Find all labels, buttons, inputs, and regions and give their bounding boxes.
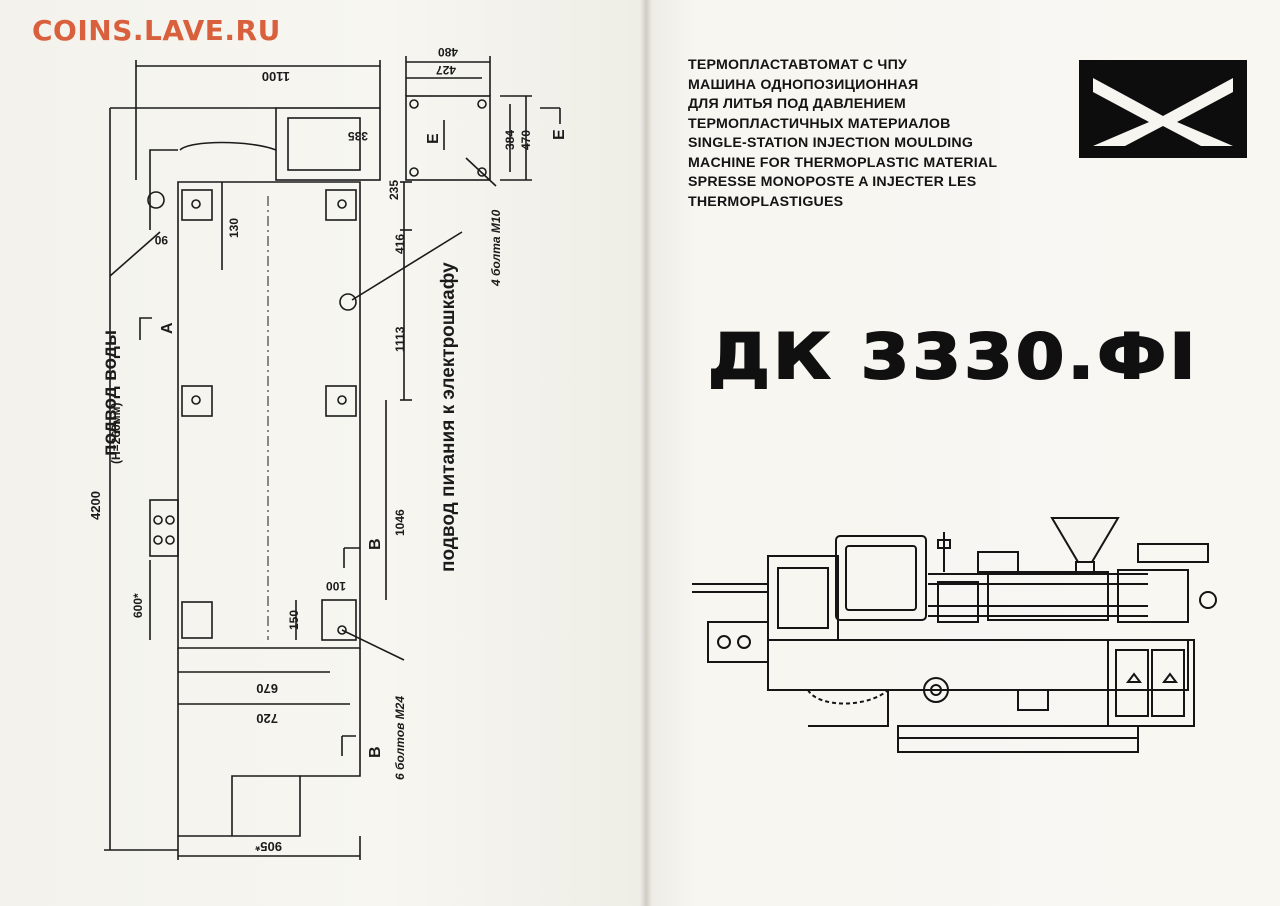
dim-1046: 1046 [393, 509, 407, 536]
dim-335: 335 [348, 129, 368, 143]
page-fold [640, 0, 652, 906]
dim-384: 384 [503, 130, 517, 150]
manufacturer-logo-icon [1079, 60, 1247, 158]
dim-600: 600* [131, 593, 145, 618]
injection-machine-illustration [692, 517, 1217, 753]
dim-470: 470 [519, 130, 533, 150]
title-line: SPRESSE MONOPOSTE A INJECTER LES [688, 174, 977, 190]
dim-130: 130 [227, 218, 241, 238]
label-bolts-m10: 4 болта М10 [489, 209, 503, 287]
title-line: MACHINE FOR THERMOPLASTIC MATERIAL [688, 154, 998, 171]
label-water-supply: подвод воды [100, 330, 121, 456]
title-block: ТЕРМОПЛАСТАВТОМАТ С ЧПУ МАШИНА ОДНОПОЗИЦ… [688, 56, 1048, 212]
section-mark-e2: Е [551, 129, 568, 140]
label-water-height: (Н=260мм) [109, 403, 123, 464]
dim-1113: 1113 [393, 326, 407, 352]
section-mark-b1: В [367, 538, 384, 550]
left-page [0, 0, 646, 906]
label-bolts-m24: 6 болтов М24 [393, 696, 407, 780]
dim-670: 670 [256, 681, 278, 696]
section-mark-b2: В [367, 746, 384, 758]
dim-720: 720 [256, 711, 278, 726]
dim-90: 90 [154, 233, 168, 247]
watermark: COINS.LAVE.RU [32, 14, 281, 47]
dim-235: 235 [387, 180, 401, 200]
dim-1100: 1100 [262, 69, 290, 84]
section-mark-a: А [159, 322, 176, 334]
dim-100: 100 [326, 579, 346, 593]
title-line: МАШИНА ОДНОПОЗИЦИОННАЯ [688, 76, 919, 93]
dim-905: 905* [254, 839, 282, 854]
title-line: SINGLE-STATION INJECTION MOULDING [688, 135, 974, 151]
title-line: ДЛЯ ЛИТЬЯ ПОД ДАВЛЕНИЕМ [688, 96, 906, 112]
dim-150: 150 [287, 610, 301, 630]
dim-480: 480 [438, 45, 458, 59]
foundation-drawing: 1100 480 427 335 384 470 235 130 416 111… [88, 45, 568, 860]
dim-427: 427 [436, 63, 456, 77]
title-line: ТЕРМОПЛАСТАВТОМАТ С ЧПУ [688, 57, 908, 73]
title-line: THERMOPLASTIGUES [688, 193, 844, 210]
dim-4200: 4200 [88, 491, 103, 520]
model-title: ДК 3330.ФI [707, 319, 1199, 394]
label-power-supply: подвод питания к электрошкафу [438, 262, 459, 572]
section-mark-e1: Е [425, 133, 442, 144]
title-line: ТЕРМОПЛАСТИЧНЫХ МАТЕРИАЛОВ [688, 115, 951, 132]
dim-416: 416 [393, 234, 407, 254]
